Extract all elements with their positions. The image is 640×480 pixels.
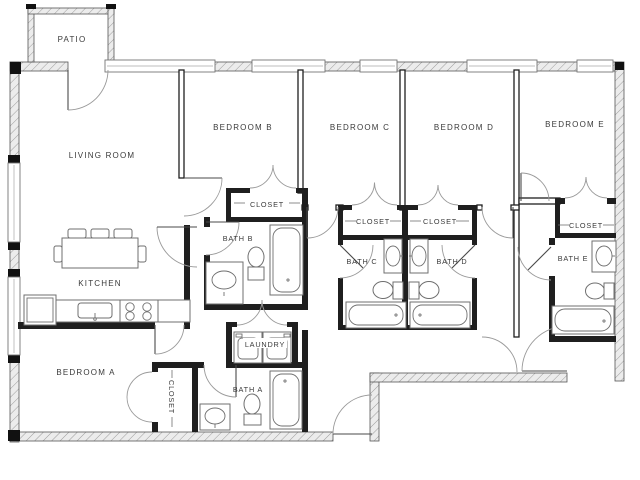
kitchen-fixtures bbox=[23, 228, 191, 326]
bedroom-b-door bbox=[183, 177, 223, 217]
closet-a-doors bbox=[126, 371, 153, 423]
bath-c-fixtures bbox=[345, 238, 407, 329]
bedroom-a-door bbox=[154, 324, 185, 355]
bath-e-door bbox=[517, 246, 552, 281]
toilet bbox=[408, 281, 440, 300]
bedroom-c-label: BEDROOM C bbox=[330, 123, 390, 132]
top-window-3 bbox=[359, 59, 398, 73]
closet-d-doors bbox=[417, 184, 459, 206]
bath-a-label: BATH A bbox=[233, 385, 263, 394]
hall-junction-door bbox=[481, 336, 518, 373]
bedroom-e-door bbox=[520, 172, 550, 202]
bath-c-door bbox=[339, 244, 374, 279]
kitchen-label: KITCHEN bbox=[78, 279, 122, 288]
entry-door bbox=[332, 394, 373, 435]
toilet bbox=[243, 393, 262, 426]
closet-rods bbox=[171, 202, 614, 427]
closet-c-label: CLOSET bbox=[356, 217, 390, 226]
sink-vanity bbox=[591, 240, 617, 273]
bathtub bbox=[345, 301, 407, 329]
patio-label: PATIO bbox=[58, 35, 87, 44]
hall-door bbox=[156, 226, 198, 268]
closet-d-label: CLOSET bbox=[423, 217, 457, 226]
laundry-doors bbox=[236, 299, 288, 326]
patio-door bbox=[67, 69, 109, 111]
kitchen-sink bbox=[77, 302, 113, 321]
top-window-4 bbox=[466, 59, 538, 73]
dining-table bbox=[53, 228, 147, 269]
bath-b-fixtures bbox=[205, 224, 304, 305]
bedroom-d-label: BEDROOM D bbox=[434, 123, 494, 132]
left-window-2 bbox=[7, 276, 21, 356]
laundry-label: LAUNDRY bbox=[245, 340, 285, 349]
bath-b-label: BATH B bbox=[223, 234, 254, 243]
bathtub bbox=[409, 301, 471, 329]
bedroom-a-label: BEDROOM A bbox=[56, 368, 115, 377]
sink-vanity bbox=[205, 261, 244, 305]
laundry-label-backing bbox=[243, 338, 287, 348]
laundry-label-group: LAUNDRY bbox=[243, 338, 287, 349]
sink-vanity bbox=[199, 403, 231, 431]
refrigerator bbox=[23, 294, 57, 326]
bedroom-e-label: BEDROOM E bbox=[545, 120, 605, 129]
bedroom-b-label: BEDROOM B bbox=[213, 123, 273, 132]
bath-a-fixtures bbox=[199, 370, 303, 431]
bath-d-fixtures bbox=[408, 238, 471, 329]
bedroom-d-door bbox=[481, 206, 514, 239]
top-window-1 bbox=[104, 59, 216, 73]
bath-d-door bbox=[441, 244, 476, 279]
closet-e-label: CLOSET bbox=[569, 221, 603, 230]
closet-b-label: CLOSET bbox=[250, 200, 284, 209]
toilet bbox=[372, 281, 404, 300]
bath-a-door bbox=[203, 364, 237, 398]
bath-b-door bbox=[205, 221, 240, 256]
wall-end-caps bbox=[8, 4, 624, 441]
bathtub bbox=[269, 370, 303, 430]
closet-b-doors bbox=[249, 164, 297, 189]
closet-c-doors bbox=[351, 182, 398, 206]
bath-c-label: BATH C bbox=[346, 257, 377, 266]
bedroom-c-door bbox=[306, 206, 339, 239]
sink-vanity bbox=[409, 238, 429, 274]
closet-e-doors bbox=[564, 176, 608, 199]
bath-e-label: BATH E bbox=[558, 254, 589, 263]
closet-a-label: CLOSET bbox=[167, 380, 176, 414]
left-window-1 bbox=[7, 162, 21, 243]
top-window-5 bbox=[576, 59, 614, 73]
closet-french-doors bbox=[126, 164, 608, 423]
toilet bbox=[585, 282, 615, 300]
windows bbox=[7, 59, 614, 356]
bath-d-label: BATH D bbox=[436, 257, 467, 266]
top-window-2 bbox=[251, 59, 326, 73]
toilet bbox=[247, 246, 265, 281]
bath-e-fixtures bbox=[551, 240, 617, 335]
living-room-label: LIVING ROOM bbox=[69, 151, 136, 160]
door-swings bbox=[67, 69, 568, 435]
room-labels: PATIO LIVING ROOM BEDROOM B BEDROOM C BE… bbox=[56, 35, 605, 414]
sink-vanity bbox=[383, 238, 403, 274]
stove bbox=[119, 299, 159, 323]
bathtub bbox=[269, 224, 304, 296]
